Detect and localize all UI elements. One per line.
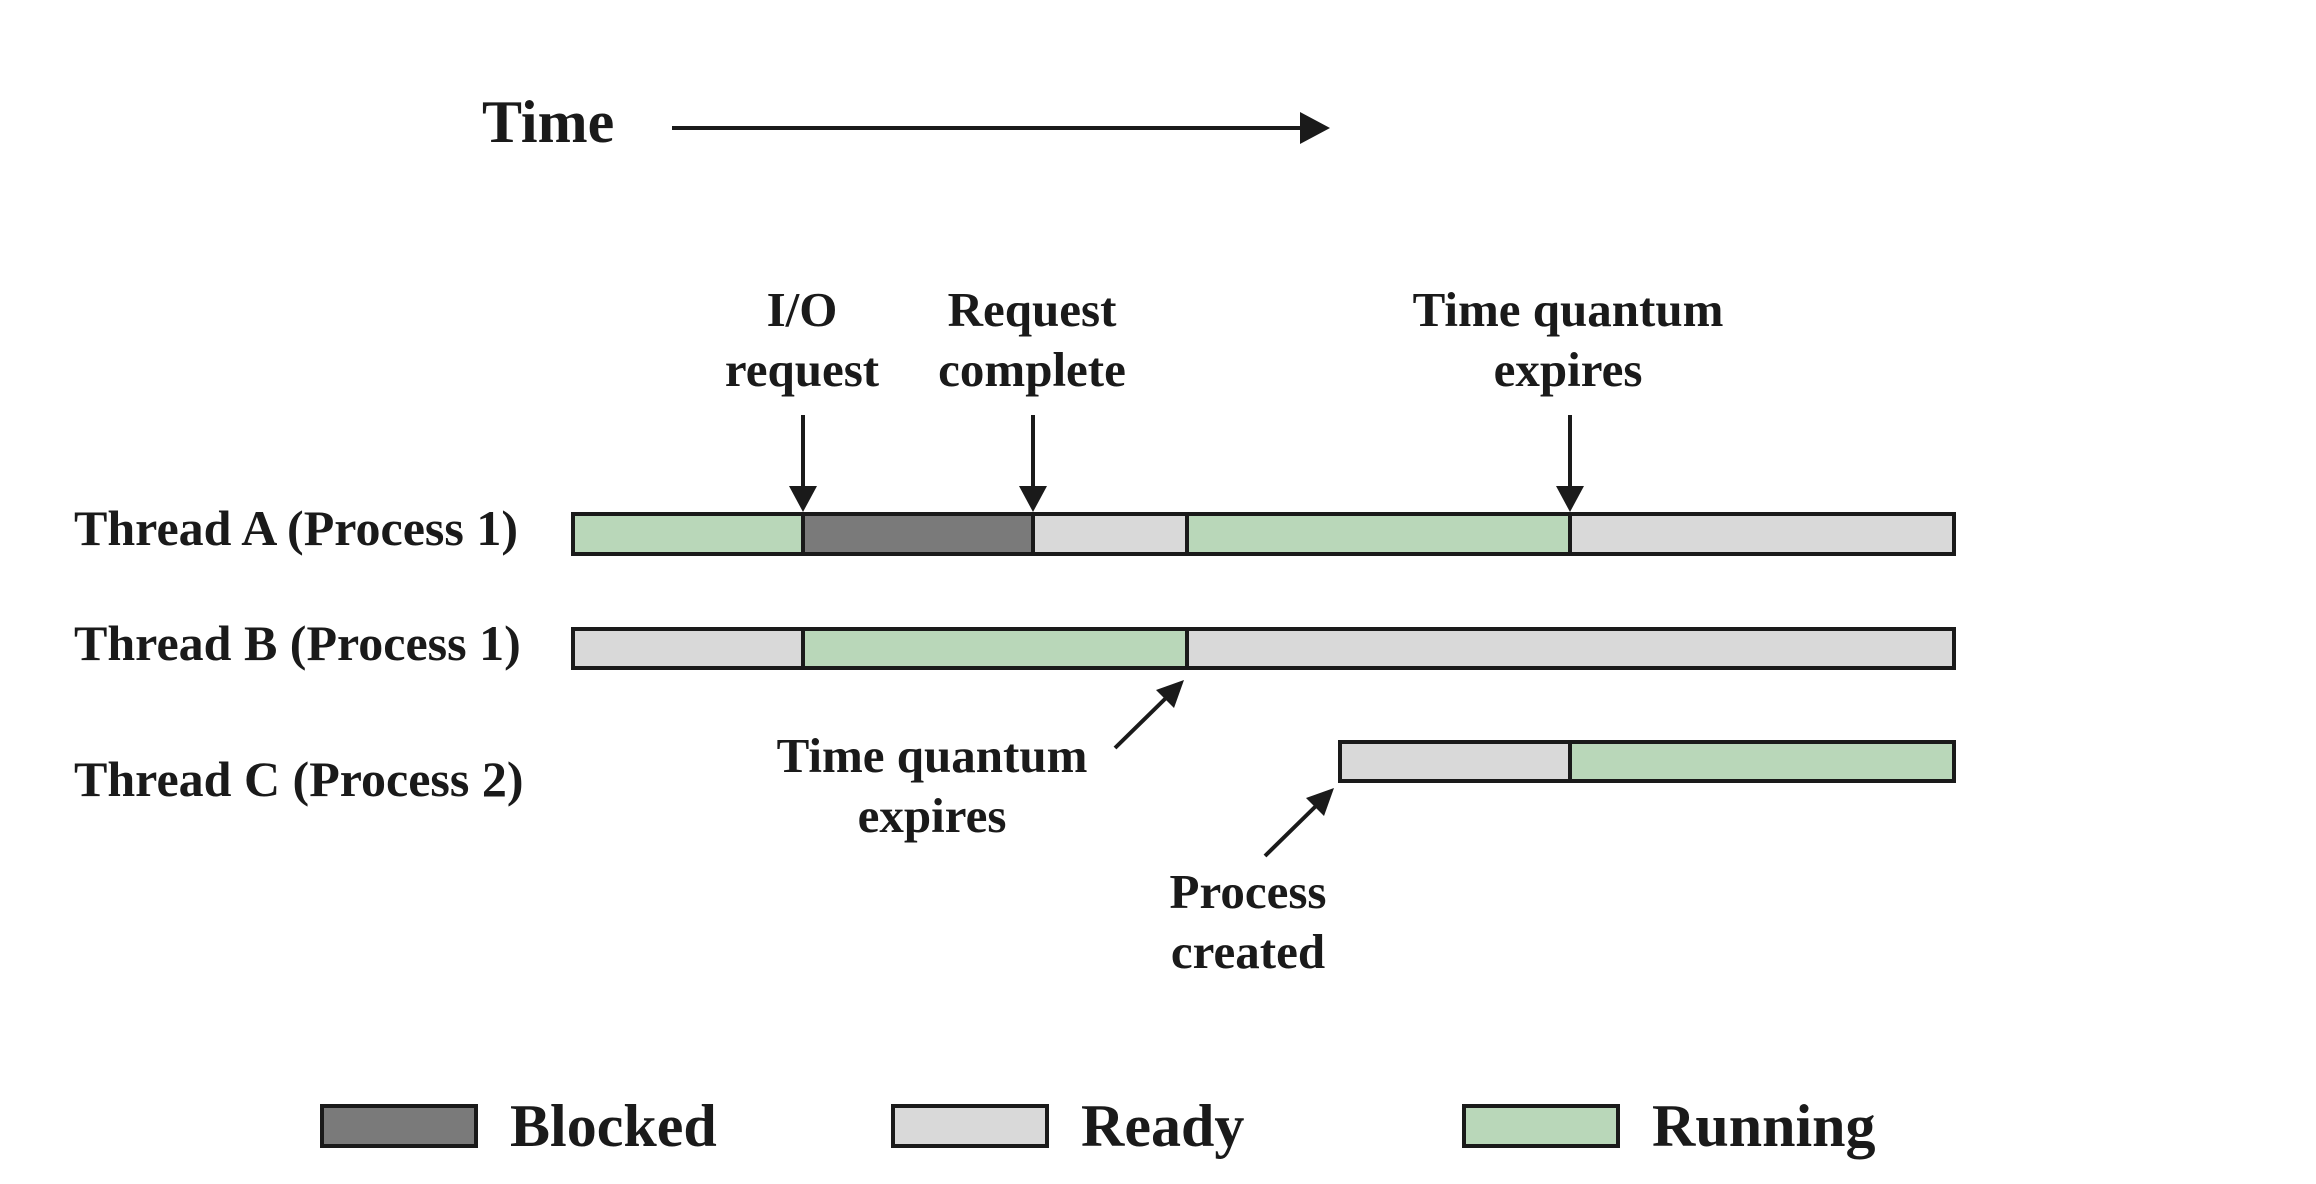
request-complete-line-1: Request: [948, 282, 1117, 337]
time-quantum-b-arrow-line: [1113, 694, 1170, 750]
process-created-arrow-head: [1306, 788, 1334, 816]
time-label: Time: [482, 89, 614, 155]
thread-b-segment: [1185, 627, 1956, 670]
thread-a-segment: [1568, 512, 1956, 556]
legend: Blocked Ready Running: [320, 1093, 1875, 1159]
legend-swatch-running: [1462, 1104, 1620, 1148]
thread-label-b: Thread B (Process 1): [74, 615, 521, 671]
thread-c-bar: [1338, 740, 1956, 783]
time-quantum-b-line-2: expires: [858, 788, 1007, 843]
thread-label-c: Thread C (Process 2): [74, 751, 524, 807]
thread-b-bar: [571, 627, 1956, 670]
time-quantum-b-arrow-head: [1156, 680, 1184, 708]
thread-c-segment: [1568, 740, 1956, 783]
legend-label-blocked: Blocked: [510, 1093, 717, 1159]
legend-label-running: Running: [1652, 1093, 1875, 1159]
thread-a-segment: [1185, 512, 1572, 556]
thread-label-a: Thread A (Process 1): [74, 500, 518, 556]
legend-swatch-blocked: [320, 1104, 478, 1148]
thread-c-segment: [1338, 740, 1572, 783]
process-created-line-1: Process: [1170, 864, 1327, 919]
time-arrow-head: [1300, 112, 1330, 144]
thread-b-segment: [801, 627, 1189, 670]
thread-a-segment: [571, 512, 805, 556]
io-request-line-1: I/O: [767, 282, 838, 337]
io-request-line-2: request: [725, 342, 880, 397]
thread-a-segment: [801, 512, 1035, 556]
time-quantum-b-line-1: Time quantum: [777, 728, 1088, 783]
process-created-arrow-line: [1263, 802, 1320, 858]
thread-a-segment: [1031, 512, 1189, 556]
event-request-complete: Request complete: [938, 282, 1126, 512]
event-time-quantum-b: Time quantum expires: [777, 680, 1184, 843]
process-created-line-2: created: [1171, 924, 1325, 979]
thread-a-bar: [571, 512, 1956, 556]
event-time-quantum-a: Time quantum expires: [1413, 282, 1724, 512]
thread-b-segment: [571, 627, 805, 670]
time-quantum-a-arrow-head: [1556, 486, 1584, 512]
time-quantum-a-line-2: expires: [1494, 342, 1643, 397]
time-axis: Time: [482, 89, 1330, 155]
io-request-arrow-head: [789, 486, 817, 512]
event-process-created: Process created: [1170, 788, 1334, 979]
request-complete-arrow-head: [1019, 486, 1047, 512]
time-quantum-a-line-1: Time quantum: [1413, 282, 1724, 337]
event-io-request: I/O request: [725, 282, 880, 512]
request-complete-line-2: complete: [938, 342, 1126, 397]
legend-swatch-ready: [891, 1104, 1049, 1148]
legend-label-ready: Ready: [1081, 1093, 1244, 1159]
